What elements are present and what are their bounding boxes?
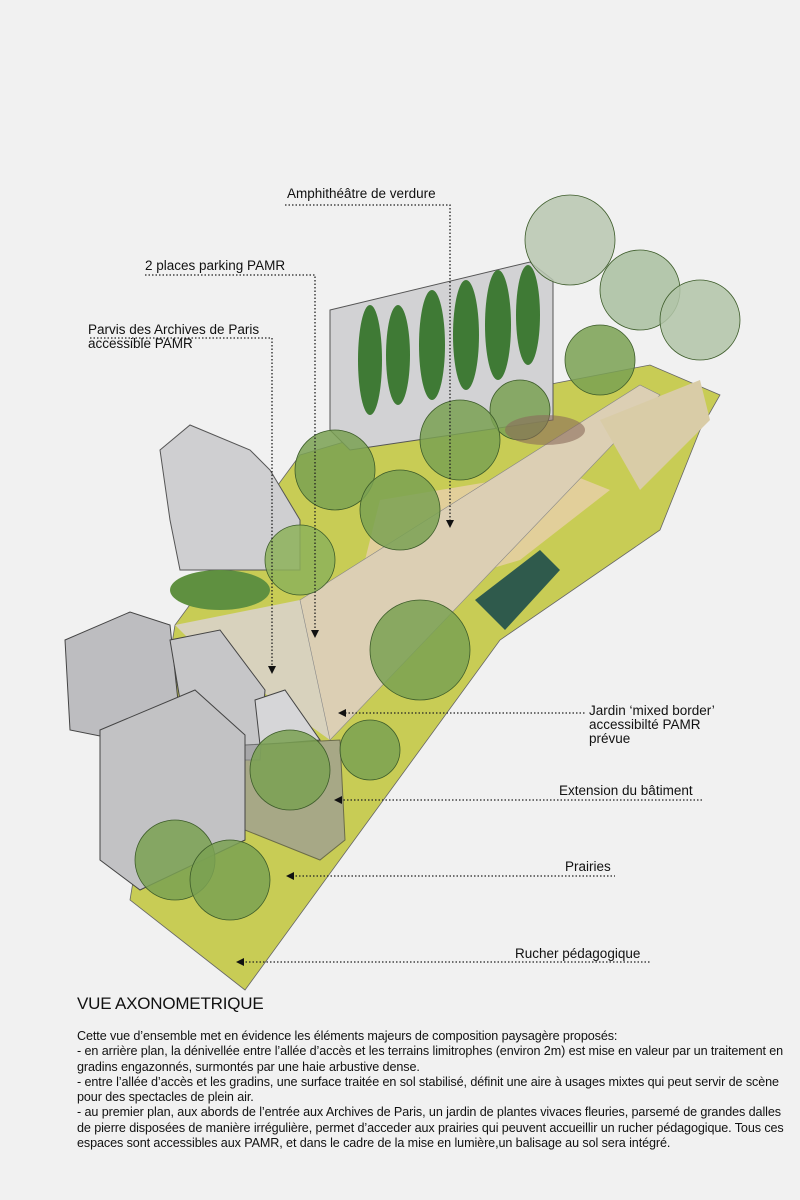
leader-arrowheads	[236, 520, 454, 966]
label-parking: 2 places parking PAMR	[145, 258, 286, 273]
shrubs	[170, 415, 585, 610]
caption-title: VUE AXONOMETRIQUE	[77, 994, 264, 1013]
label-jardin-line2: accessibilté PAMR	[589, 717, 701, 732]
label-prairies: Prairies	[565, 859, 611, 874]
dark-hedge	[475, 550, 560, 630]
axonometric-illustration	[64, 194, 741, 991]
label-parvis-line1: Parvis des Archives de Paris	[88, 322, 260, 337]
archives-building-back	[159, 424, 301, 571]
cypress-row	[358, 265, 540, 415]
leader-parking	[145, 274, 316, 632]
label-jardin-line3: prévue	[589, 731, 631, 746]
label-parvis-line2: accessible PAMR	[88, 336, 193, 351]
archives-building-front	[64, 611, 321, 891]
leader-amphitheatre	[285, 204, 451, 522]
label-parvis: Parvis des Archives de Paris accessible …	[88, 323, 259, 351]
ramp-area	[600, 380, 710, 490]
label-rucher: Rucher pédagogique	[515, 946, 641, 961]
label-jardin-line1: Jardin ‘mixed border’	[589, 703, 715, 718]
caption-item-2: - entre l’allée d’accès et les gradins, …	[77, 1074, 779, 1105]
label-jardin: Jardin ‘mixed border’ accessibilté PAMR …	[589, 704, 715, 746]
leader-parvis	[90, 337, 273, 668]
label-amphitheatre: Amphithéâtre de verdure	[287, 186, 436, 201]
caption-intro: Cette vue d’ensemble met en évidence les…	[77, 1029, 618, 1043]
leader-lines	[90, 204, 702, 963]
caption-body: Cette vue d’ensemble met en évidence les…	[77, 1029, 797, 1151]
label-extension: Extension du bâtiment	[559, 783, 693, 798]
caption-item-3: - au premier plan, aux abords de l’entré…	[77, 1105, 784, 1151]
caption-item-1: - en arrière plan, la dénivellée entre l…	[77, 1044, 784, 1074]
